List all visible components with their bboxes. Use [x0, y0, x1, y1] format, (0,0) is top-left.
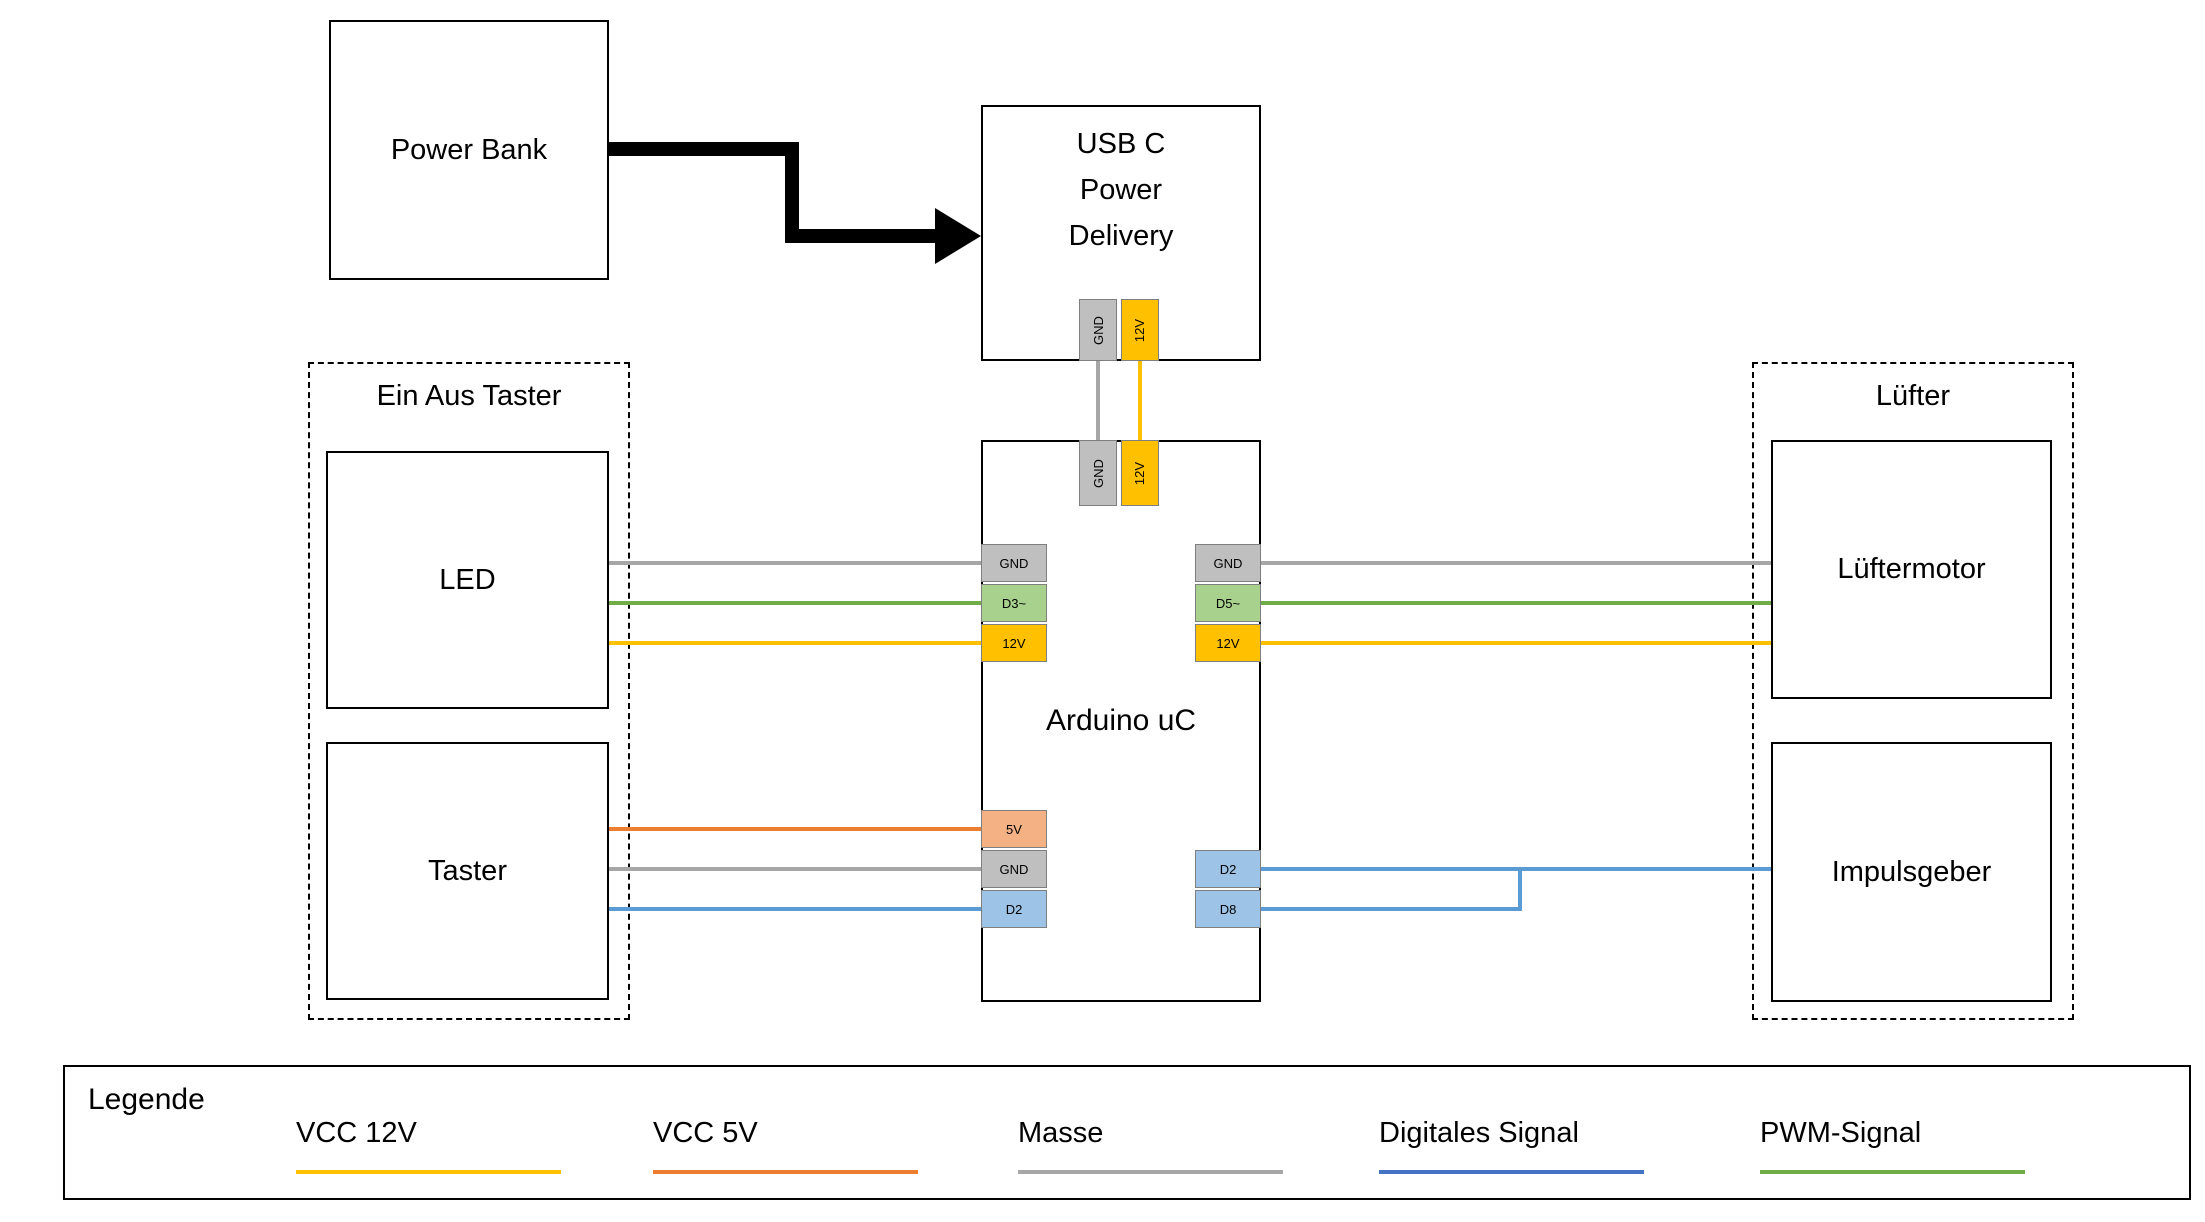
- pin-arduino-left-12v: 12V: [981, 624, 1047, 662]
- legend-line-vcc5: [653, 1170, 918, 1174]
- pin-arduino-right-d5: D5~: [1195, 584, 1261, 622]
- wire-motor-gnd: [1261, 561, 1771, 565]
- legend-label-vcc5: VCC 5V: [653, 1117, 758, 1149]
- group-luefter-label: Lüfter: [1875, 380, 1951, 412]
- wire-led-d3-pwm: [609, 601, 981, 605]
- legend-line-masse: [1018, 1170, 1283, 1174]
- pin-arduino-right-d8: D8: [1195, 890, 1261, 928]
- wire-motor-12v: [1261, 641, 1771, 645]
- wire-d8-vertical: [1518, 867, 1522, 911]
- pin-arduino-left-5v: 5V: [981, 810, 1047, 848]
- pin-arduino-top-gnd: GND: [1079, 440, 1117, 506]
- legend-line-digital: [1379, 1170, 1644, 1174]
- pin-usb-gnd: GND: [1079, 299, 1117, 361]
- power-arrow-segment-horizontal-1: [609, 142, 799, 156]
- wire-led-gnd: [609, 561, 981, 565]
- usb-c-label-line3: Delivery: [1068, 220, 1174, 252]
- wire-taster-d2: [609, 907, 981, 911]
- wire-d8-horizontal: [1261, 907, 1522, 911]
- legend-label-vcc12: VCC 12V: [296, 1117, 417, 1149]
- power-bank-box: Power Bank: [329, 20, 609, 280]
- pin-arduino-right-d2: D2: [1195, 850, 1261, 888]
- legend-label-pwm: PWM-Signal: [1760, 1117, 1922, 1149]
- power-arrow-segment-horizontal-2: [785, 229, 940, 243]
- pin-arduino-top-12v: 12V: [1121, 440, 1159, 506]
- group-ein-aus-taster: Ein Aus Taster: [308, 362, 630, 1020]
- wire-impulsgeber-d2: [1261, 867, 1771, 871]
- legend-item-pwm: PWM-Signal: [1760, 1117, 2025, 1174]
- legend-item-masse: Masse: [1018, 1117, 1283, 1174]
- lueftermotor-label: Lüftermotor: [1837, 553, 1986, 585]
- pin-arduino-right-12v: 12V: [1195, 624, 1261, 662]
- power-bank-label: Power Bank: [390, 133, 548, 166]
- led-label: LED: [439, 563, 496, 596]
- usb-c-label-line1: USB C: [1076, 128, 1166, 160]
- pin-arduino-right-gnd: GND: [1195, 544, 1261, 582]
- led-box: LED: [326, 451, 609, 709]
- arduino-label: Arduino uC: [1045, 704, 1197, 737]
- legend-item-vcc12: VCC 12V: [296, 1117, 561, 1174]
- lueftermotor-box: Lüftermotor: [1771, 440, 2052, 699]
- impulsgeber-label: Impulsgeber: [1831, 855, 1992, 888]
- legend-item-digital: Digitales Signal: [1379, 1117, 1644, 1174]
- taster-box: Taster: [326, 742, 609, 1000]
- wire-usb-gnd: [1096, 361, 1100, 440]
- group-luefter: Lüfter: [1752, 362, 2074, 1020]
- pin-arduino-left-gnd2: GND: [981, 850, 1047, 888]
- legend-box: Legende VCC 12V VCC 5V Masse Digitales S…: [63, 1065, 2191, 1200]
- pin-arduino-left-d3: D3~: [981, 584, 1047, 622]
- impulsgeber-box: Impulsgeber: [1771, 742, 2052, 1002]
- legend-title: Legende: [88, 1083, 205, 1116]
- power-arrow-head-icon: [935, 208, 981, 264]
- pin-arduino-left-gnd: GND: [981, 544, 1047, 582]
- legend-item-vcc5: VCC 5V: [653, 1117, 918, 1174]
- legend-label-digital: Digitales Signal: [1379, 1117, 1579, 1149]
- legend-label-masse: Masse: [1018, 1117, 1104, 1149]
- power-arrow-segment-vertical: [785, 142, 799, 243]
- pin-usb-12v: 12V: [1121, 299, 1159, 361]
- wire-motor-d5-pwm: [1261, 601, 1771, 605]
- wire-taster-gnd: [609, 867, 981, 871]
- usb-c-label-line2: Power: [1079, 174, 1163, 206]
- wire-usb-12v: [1138, 361, 1142, 440]
- taster-label: Taster: [428, 854, 507, 887]
- wire-taster-5v: [609, 827, 981, 831]
- group-ein-aus-taster-label: Ein Aus Taster: [376, 380, 562, 412]
- pin-arduino-left-d2: D2: [981, 890, 1047, 928]
- wire-led-12v: [609, 641, 981, 645]
- legend-line-vcc12: [296, 1170, 561, 1174]
- legend-line-pwm: [1760, 1170, 2025, 1174]
